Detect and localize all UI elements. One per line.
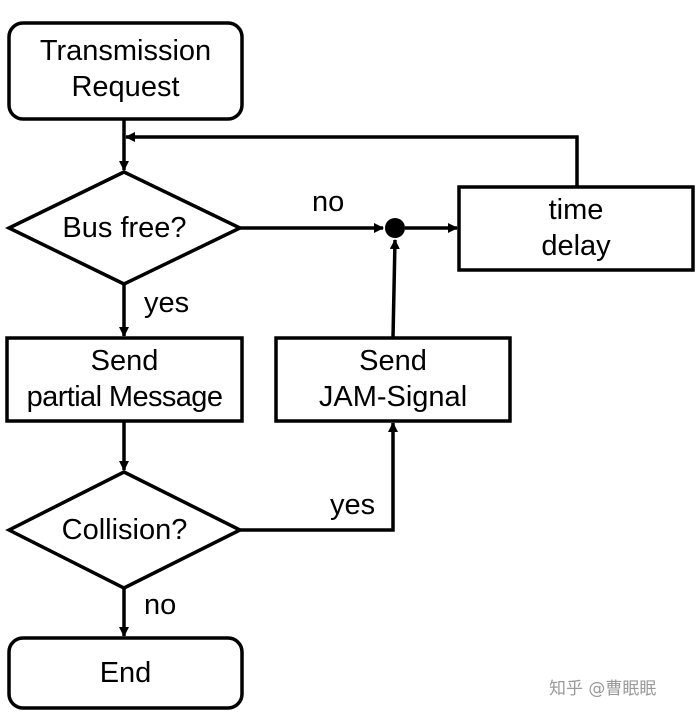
arrow-collision-yes: [240, 422, 398, 532]
time-delay-line2: delay: [541, 230, 611, 263]
edge-label-bus-no: no: [312, 186, 345, 218]
end-label: End: [99, 657, 152, 689]
edge-label-collision-yes: yes: [330, 489, 376, 521]
edge-label-collision-no: no: [144, 589, 177, 621]
time-delay-node: [457, 185, 695, 272]
bus-free-label: Bus free?: [62, 212, 187, 244]
collision-label: Collision?: [61, 514, 188, 546]
send-jam-line2: JAM-Signal: [318, 381, 468, 414]
end-node: [7, 636, 244, 710]
send-jam-label: Send JAM-Signal: [276, 343, 510, 416]
send-partial-line1: Send: [90, 345, 159, 377]
start-label-line2: Request: [71, 71, 180, 104]
time-delay-line1: time: [548, 194, 604, 226]
send-partial-label: Send partial Message: [7, 343, 242, 416]
watermark: 知乎 @曹眠眠: [549, 679, 657, 699]
time-delay-label: time delay: [459, 192, 693, 265]
send-jam-line1: Send: [359, 345, 427, 377]
edge-label-bus-yes: yes: [144, 287, 190, 319]
start-label: Transmission Request: [9, 33, 242, 106]
arrow-delay-feedback: [125, 132, 579, 187]
send-partial-line2: partial Message: [26, 381, 223, 414]
junction-dot: [385, 218, 405, 238]
arrow-jam-to-junction: [389, 239, 400, 339]
start-label-line1: Transmission: [39, 35, 212, 67]
